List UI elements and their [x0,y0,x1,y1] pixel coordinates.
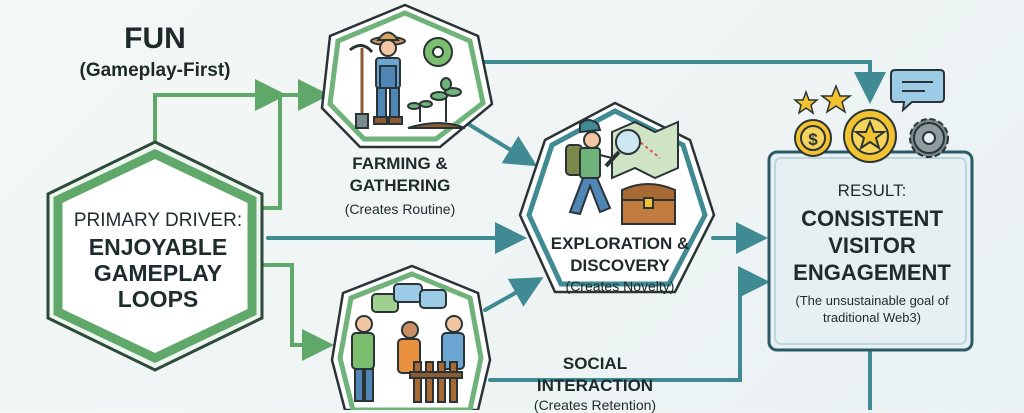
primary-driver-node [46,140,264,372]
arrow-driver-to-social [258,263,334,361]
fun-subtitle: (Gameplay-First) [79,60,231,81]
fun-title: FUN [124,22,186,55]
star-icon [792,83,853,115]
arrow-fun-to-farming [153,79,287,152]
svg-text:$: $ [808,130,818,149]
settings-gear-icon [909,118,949,158]
sprout-icon [407,77,466,129]
chat-icon [890,69,945,113]
explorer-icon [565,119,613,216]
result-note: (The unsustainable goal of traditional W… [795,293,949,325]
social-title: SOCIAL INTERACTION [536,354,654,395]
farmer-icon [349,31,406,129]
social-subtitle: (Creates Retention) [533,397,657,413]
coin-icon: $ [794,119,832,157]
badge-star-icon [843,109,897,163]
arrow-social-to-exploration [483,277,544,312]
map-icon [604,120,679,180]
chat-bubbles-icon [371,283,447,313]
arrow-social-to-result [488,266,770,382]
farming-node [320,3,494,149]
driver-label: PRIMARY DRIVER: [73,210,243,231]
farming-subtitle: (Creates Routine) [344,201,456,217]
result-main-text: CONSISTENT VISITOR ENGAGEMENT [793,206,951,285]
exploration-title: EXPLORATION & DISCOVERY [550,234,690,275]
driver-main-text: ENJOYABLE GAMEPLAY LOOPS [88,234,228,312]
farming-title: FARMING & GATHERING [349,154,451,195]
exploration-node [518,101,716,294]
gear-icon [423,37,453,67]
arrow-farming-to-result [468,60,886,104]
social-node [330,264,492,410]
connectors [153,60,886,410]
treasure-chest-icon [621,183,676,225]
people-group-icon [351,315,465,403]
arrow-farming-to-exploration [463,120,538,167]
arrow-driver-to-farming [253,79,330,210]
result-label: RESULT: [837,181,907,200]
fence-icon [409,361,463,403]
exploration-subtitle: (Creates Novelty) [565,278,675,294]
